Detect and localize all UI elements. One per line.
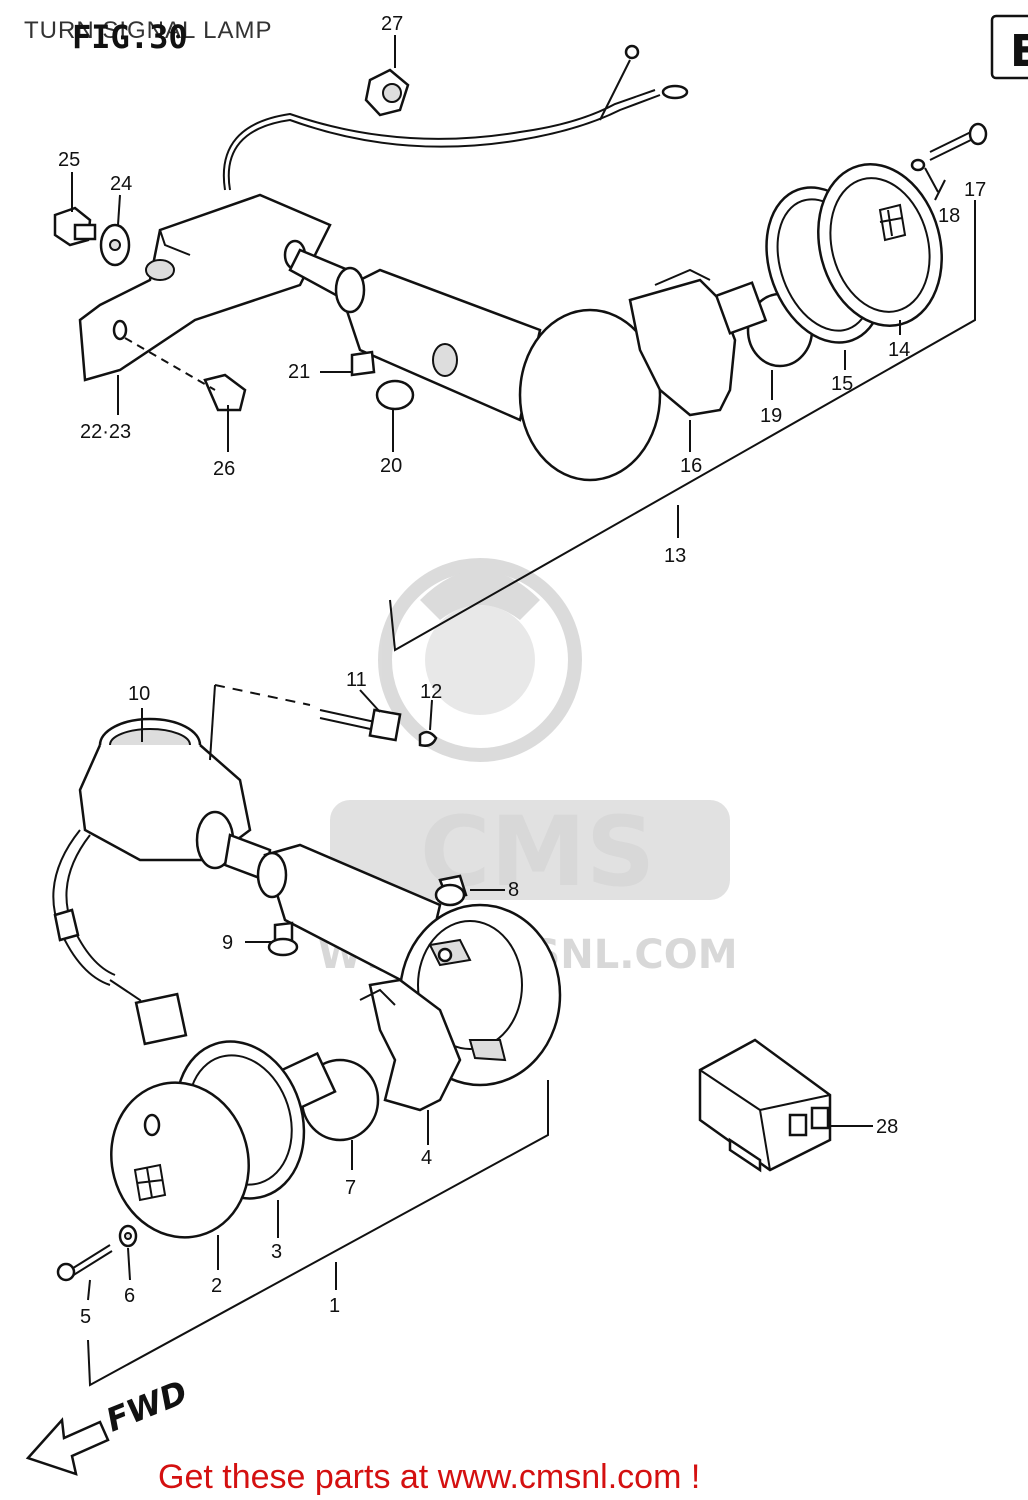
diagram-title: TURN SIGNAL LAMP (24, 17, 273, 44)
callout-28: 28 (876, 1116, 898, 1138)
callout-26: 26 (213, 458, 235, 480)
rear-signal-assembly (53, 44, 988, 652)
front-signal-assembly (52, 684, 562, 1387)
callout-7: 7 (345, 1177, 356, 1199)
callout-labels: 27 25 24 17 18 14 15 21 19 22·23 26 20 1… (58, 13, 986, 1328)
figure-number: FIG.30 (72, 18, 188, 56)
callout-8: 8 (508, 879, 519, 901)
callout-12: 12 (420, 681, 442, 703)
relay-unit (698, 1038, 832, 1173)
callout-11: 11 (346, 669, 367, 691)
section-badge-letter: E (1010, 26, 1028, 77)
callout-10: 10 (128, 683, 150, 705)
callout-20: 20 (380, 455, 402, 477)
callout-24: 24 (110, 173, 132, 195)
callout-5: 5 (80, 1306, 91, 1328)
promo-text: Get these parts at www.cmsnl.com ! (158, 1458, 700, 1496)
callout-22-23: 22·23 (80, 421, 131, 443)
callout-14: 14 (888, 339, 910, 361)
callout-3: 3 (271, 1241, 282, 1263)
callout-18: 18 (938, 205, 960, 227)
fwd-arrow-icon (25, 1417, 110, 1476)
callout-13: 13 (664, 545, 686, 567)
callout-15: 15 (831, 373, 853, 395)
callout-25: 25 (58, 149, 80, 171)
callout-27: 27 (381, 13, 403, 35)
callout-17: 17 (964, 179, 986, 201)
callout-21: 21 (288, 361, 310, 383)
callout-6: 6 (124, 1285, 135, 1307)
callout-19: 19 (760, 405, 782, 427)
section-badge: E (990, 14, 1028, 80)
callout-2: 2 (211, 1275, 222, 1297)
fwd-label: FWD (101, 1373, 193, 1440)
callout-4: 4 (421, 1147, 432, 1169)
leader-lines (71, 35, 946, 1301)
callout-1: 1 (329, 1295, 340, 1317)
callout-16: 16 (680, 455, 702, 477)
callout-9: 9 (222, 932, 233, 954)
